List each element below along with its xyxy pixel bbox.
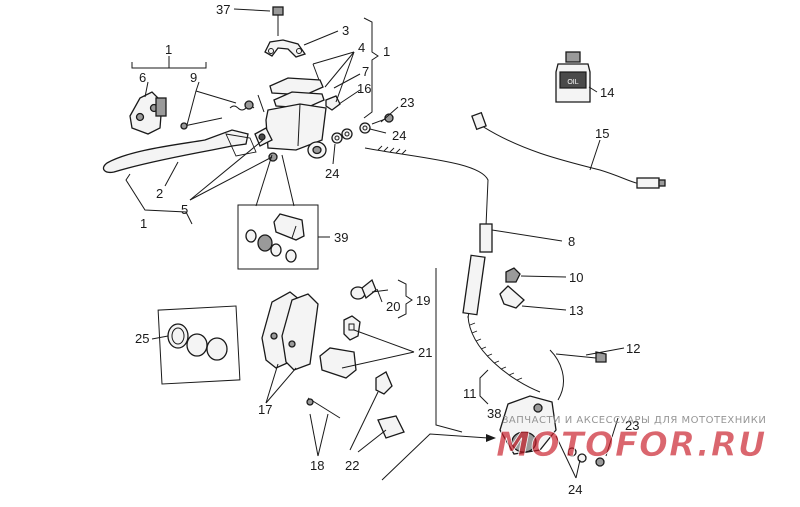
callout-17: 17 bbox=[258, 402, 272, 417]
callout-10: 10 bbox=[569, 270, 583, 285]
callout-14: 14 bbox=[600, 85, 614, 100]
clamp-3 bbox=[264, 39, 307, 58]
watermark-logo: MOTOFOR.RU bbox=[496, 425, 766, 465]
pivot-pin-9 bbox=[180, 100, 255, 130]
callout-22: 22 bbox=[345, 458, 359, 473]
piston-kit-25 bbox=[157, 305, 241, 385]
bushings-22 bbox=[375, 371, 405, 439]
callout-21: 21 bbox=[418, 345, 432, 360]
master-cylinder-group bbox=[254, 6, 394, 162]
assembly-arrow bbox=[435, 268, 463, 433]
banjo-fitting-20 bbox=[350, 278, 389, 300]
bolt-37 bbox=[272, 6, 284, 36]
callout-23-bottom: 23 bbox=[625, 418, 639, 433]
reservoir-cap bbox=[269, 77, 324, 96]
callout-9: 9 bbox=[190, 70, 197, 85]
repair-kit-39 bbox=[237, 204, 319, 270]
callout-8: 8 bbox=[568, 234, 575, 249]
callout-12: 12 bbox=[626, 341, 640, 356]
callout-24-bottom: 24 bbox=[568, 482, 582, 497]
callout-11: 11 bbox=[463, 386, 477, 401]
nut-10 bbox=[505, 267, 521, 283]
callout-13: 13 bbox=[569, 303, 583, 318]
lever-bracket-6 bbox=[129, 91, 167, 135]
callout-23-top: 23 bbox=[400, 95, 414, 110]
callout-4: 4 bbox=[358, 40, 365, 55]
brake-caliper-11 bbox=[499, 351, 607, 455]
pad-pin-18 bbox=[306, 397, 341, 419]
gasket-7 bbox=[273, 91, 325, 109]
watermark: ЗАПЧАСТИ И АКСЕССУАРЫ ДЛЯ МОТОТЕХНИКИ MO… bbox=[496, 415, 766, 465]
bottle-label: OIL bbox=[567, 79, 578, 86]
callout-1-lever-bottom: 1 bbox=[140, 216, 147, 231]
callout-2: 2 bbox=[156, 186, 163, 201]
callout-15: 15 bbox=[595, 126, 609, 141]
brake-pads-17 bbox=[261, 291, 319, 371]
watermark-tagline: ЗАПЧАСТИ И АКСЕССУАРЫ ДЛЯ МОТОТЕХНИКИ bbox=[502, 415, 766, 426]
callout-38: 38 bbox=[487, 406, 501, 421]
brake-hose-8 bbox=[364, 145, 564, 401]
callout-39: 39 bbox=[334, 230, 348, 245]
callout-25: 25 bbox=[135, 331, 149, 346]
callout-6: 6 bbox=[139, 70, 146, 85]
callout-3: 3 bbox=[342, 23, 349, 38]
brake-fluid-bottle-14: OIL bbox=[555, 51, 591, 103]
callout-20: 20 bbox=[386, 299, 400, 314]
brake-lever-2 bbox=[102, 129, 249, 174]
callout-7: 7 bbox=[362, 64, 369, 79]
callout-18: 18 bbox=[310, 458, 324, 473]
master-cylinder-body bbox=[254, 103, 327, 159]
callout-24-top: 24 bbox=[392, 128, 406, 143]
pad-spring-21 bbox=[319, 315, 361, 379]
switch-cable-15 bbox=[471, 111, 666, 189]
clip-13 bbox=[499, 285, 525, 309]
callout-24-mid: 24 bbox=[325, 166, 339, 181]
callout-19: 19 bbox=[416, 293, 430, 308]
callout-16: 16 bbox=[357, 81, 371, 96]
banjo-bolt-23 bbox=[371, 113, 394, 125]
callout-5: 5 bbox=[181, 202, 188, 217]
callout-1-master: 1 bbox=[383, 44, 390, 59]
callout-37: 37 bbox=[216, 2, 230, 17]
callout-1-lever-top: 1 bbox=[165, 42, 172, 57]
